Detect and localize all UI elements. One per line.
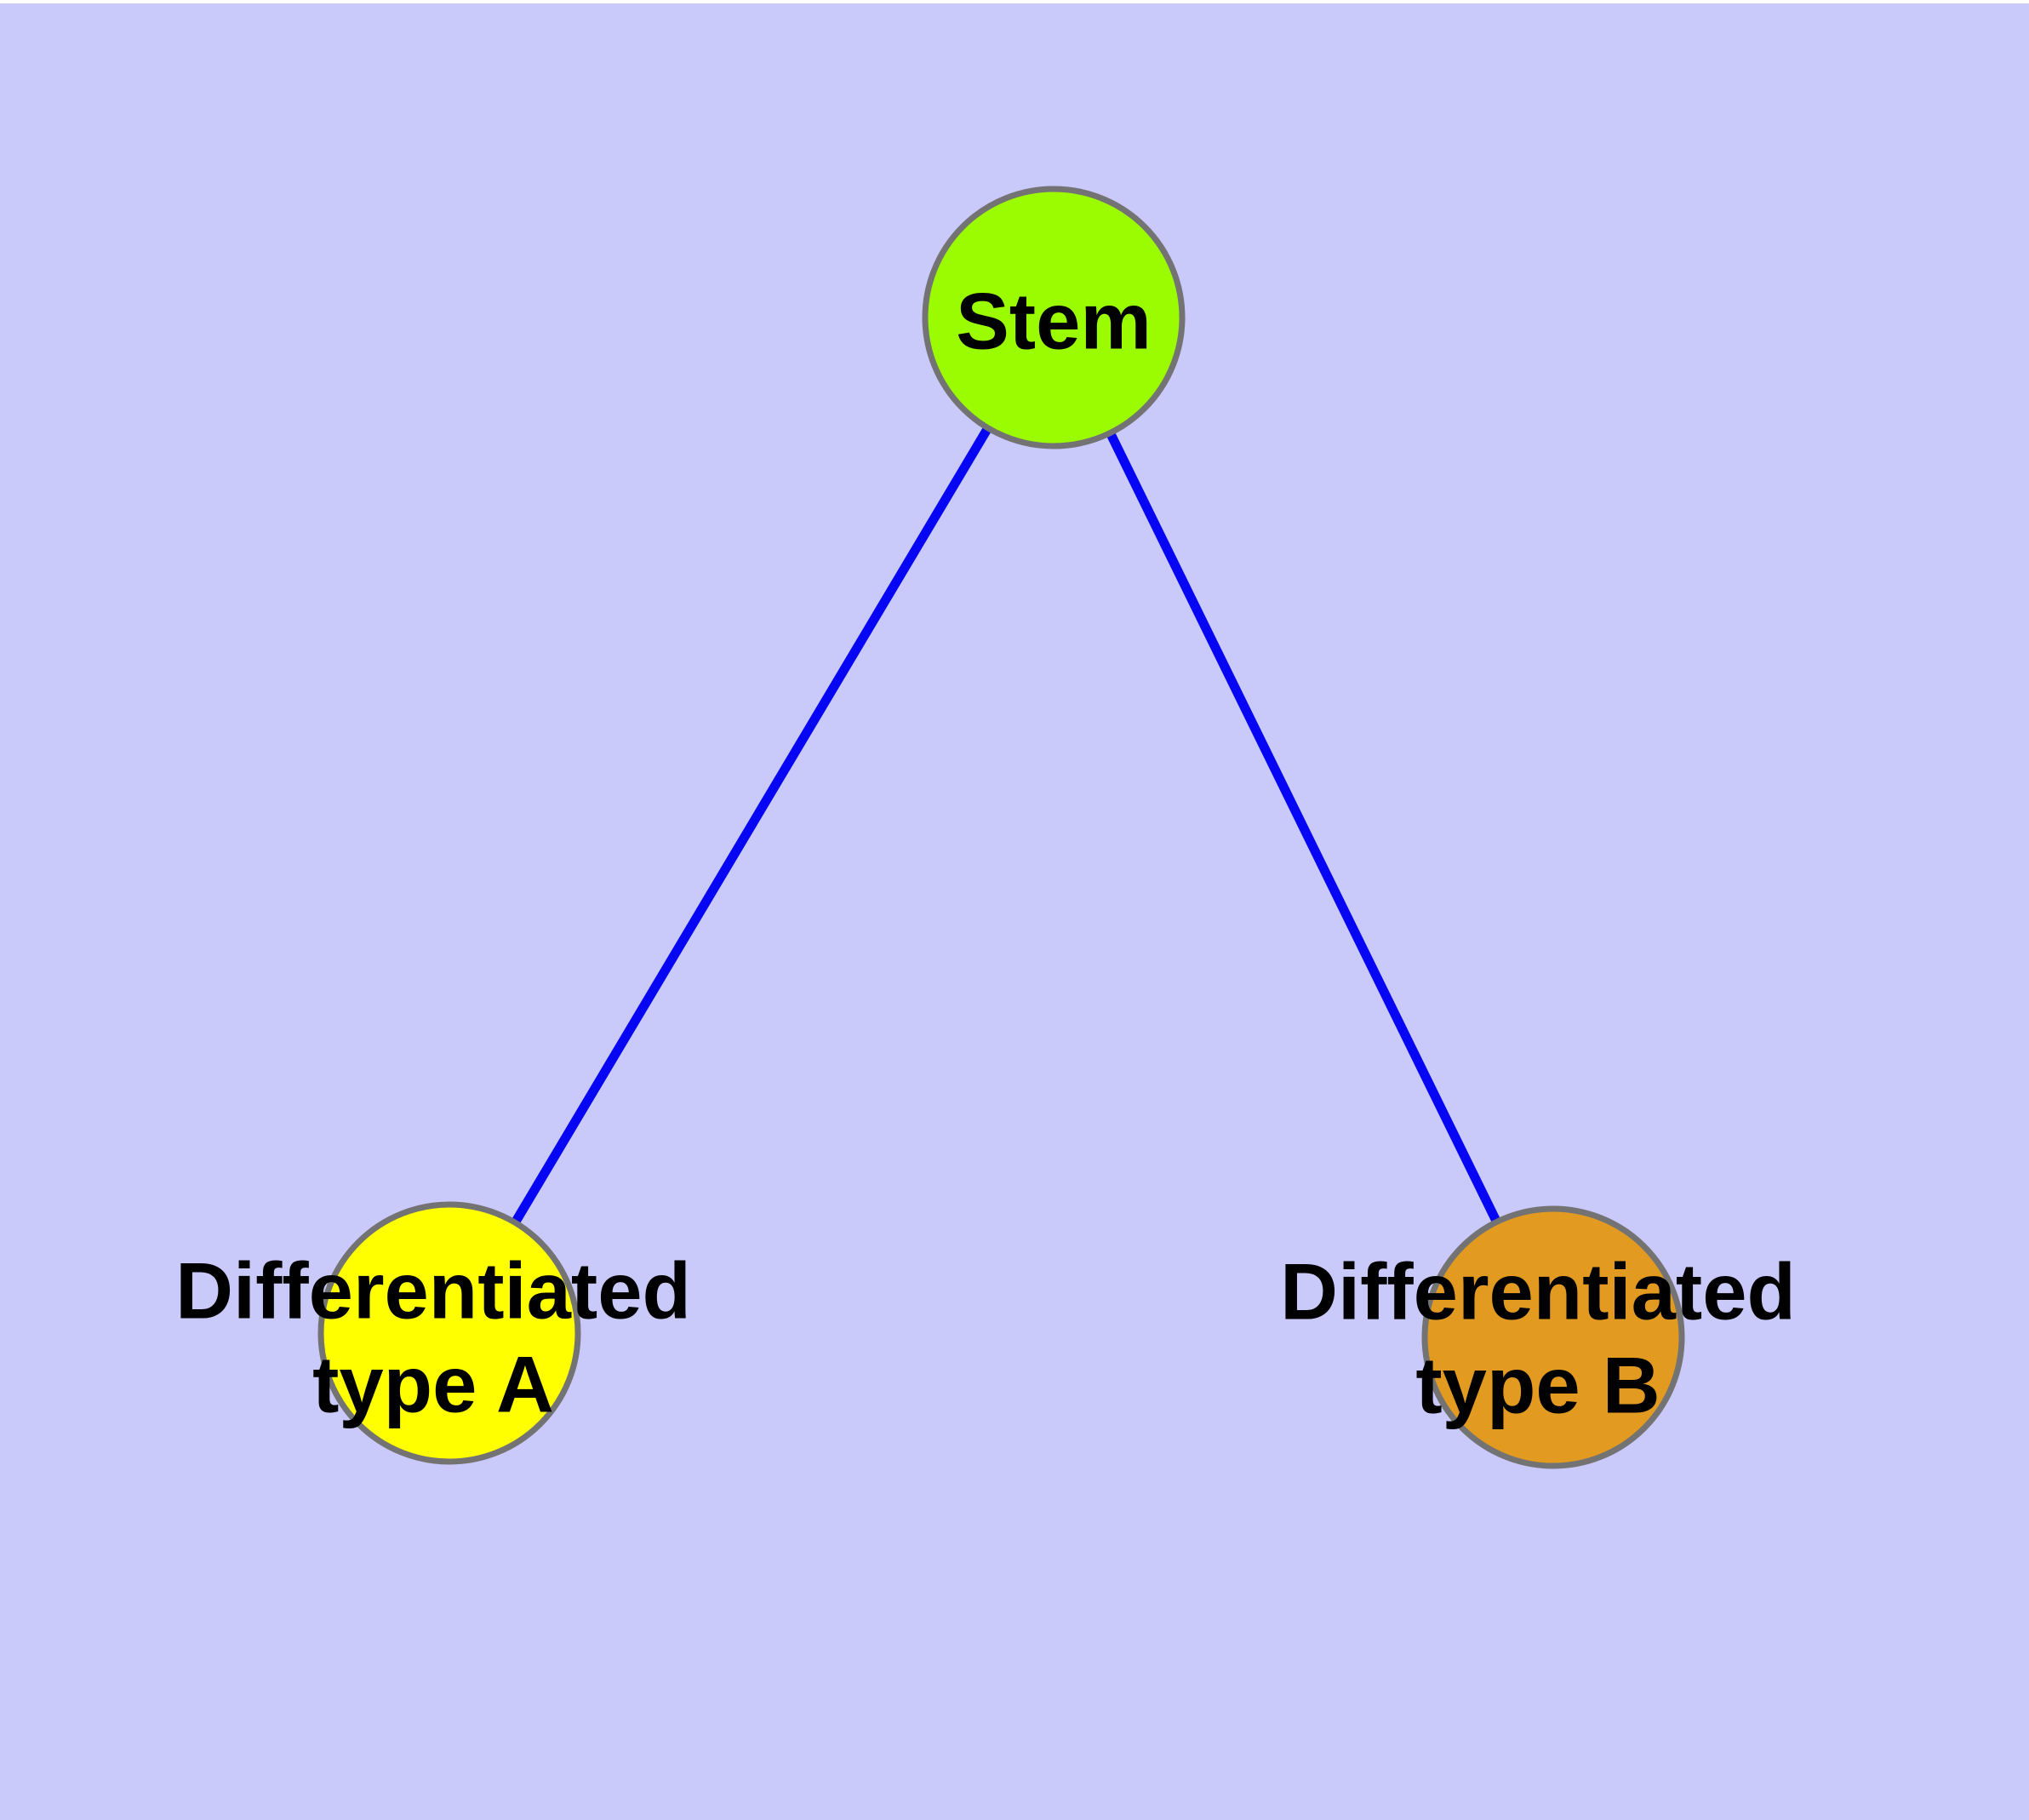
node-stem bbox=[922, 186, 1186, 449]
edge-stem-to-type-b bbox=[1049, 315, 1557, 1340]
node-type-b-label-line-1: Differentiated bbox=[1280, 1247, 1796, 1336]
node-differentiated-type-b bbox=[1421, 1205, 1685, 1469]
node-stem-label: Stem bbox=[956, 277, 1152, 366]
node-type-b-label-line-2: type B bbox=[1415, 1341, 1660, 1430]
node-differentiated-type-a bbox=[317, 1201, 581, 1465]
edge-stem-to-type-a bbox=[445, 315, 1058, 1336]
node-type-a-label-line-1: Differentiated bbox=[175, 1246, 691, 1336]
node-type-a-label-line-2: type A bbox=[312, 1340, 554, 1429]
